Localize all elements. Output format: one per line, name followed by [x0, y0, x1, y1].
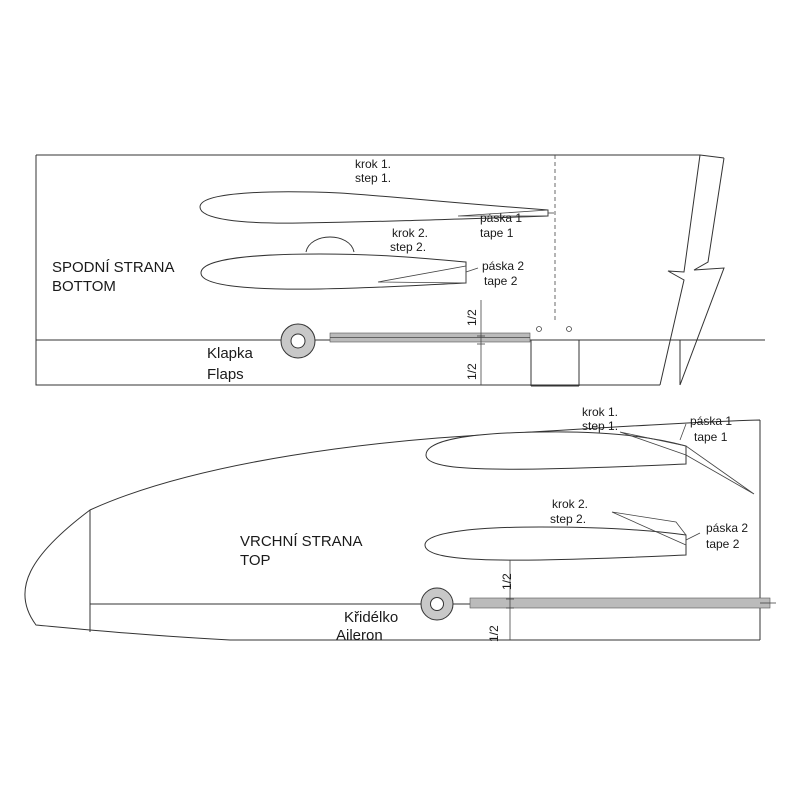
- bottom-panel-title-line1: SPODNÍ STRANA: [52, 259, 175, 276]
- bottom-panel: krok 1. step 1. páska 1 tape 1 krok 2. s…: [35, 154, 765, 387]
- top-surface-en-label: Aileron: [336, 627, 383, 644]
- top-airfoil-step2: [424, 526, 687, 561]
- bottom-half-upper-label: 1/2: [465, 309, 479, 326]
- top-tape2-en-label: tape 2: [706, 537, 740, 551]
- bottom-tape1-cz-label: páska 1: [480, 211, 522, 225]
- bottom-half-lower-label: 1/2: [465, 363, 479, 380]
- bottom-tape2-en-label: tape 2: [484, 274, 518, 288]
- bottom-cutout: [530, 340, 580, 387]
- top-half-lower-label: 1/2: [487, 625, 501, 642]
- top-step2-en-label: step 2.: [550, 512, 586, 526]
- top-tape-roll-core: [430, 597, 444, 611]
- top-tape1-wedge: [619, 431, 755, 495]
- bottom-panel-title-line2: BOTTOM: [52, 278, 116, 295]
- bottom-airfoil-step2-bump: [305, 236, 355, 253]
- top-step2-cz-label: krok 2.: [552, 497, 588, 511]
- bottom-tape1-en-label: tape 1: [480, 226, 514, 240]
- top-step1-en-label: step 1.: [582, 419, 618, 433]
- top-panel-title-line1: VRCHNÍ STRANA: [240, 533, 363, 550]
- bottom-step2-en-label: step 2.: [390, 240, 426, 254]
- bottom-tape2-cz-label: páska 2: [482, 259, 524, 273]
- bottom-surface-cz-label: Klapka: [207, 345, 254, 362]
- bottom-step1-cz-label: krok 1.: [355, 157, 391, 171]
- bottom-airfoil-step2: [200, 253, 467, 290]
- top-tape1-cz-label: páska 1: [690, 414, 732, 428]
- top-tape1-leader: [679, 423, 687, 441]
- top-panel: krok 1. step 1. páska 1 tape 1 krok 2. s…: [24, 405, 776, 644]
- top-surface-cz-label: Křidélko: [344, 609, 398, 626]
- bottom-surface-en-label: Flaps: [207, 366, 244, 383]
- top-tape2-wedge: [611, 511, 687, 546]
- bottom-step1-en-label: step 1.: [355, 171, 391, 185]
- bottom-tape-roll-core: [290, 333, 306, 349]
- bottom-marker-circle-right: [566, 326, 572, 332]
- top-step1-cz-label: krok 1.: [582, 405, 618, 419]
- top-hinge-tape: [469, 597, 771, 609]
- top-tape2-cz-label: páska 2: [706, 521, 748, 535]
- bottom-step2-cz-label: krok 2.: [392, 226, 428, 240]
- top-tape2-leader: [685, 532, 701, 541]
- top-panel-title-line2: TOP: [240, 552, 271, 569]
- bottom-marker-circle-left: [536, 326, 542, 332]
- bottom-panel-outline: [35, 154, 765, 386]
- bottom-tape2-wedge: [377, 265, 467, 284]
- bottom-tape2-leader: [465, 267, 479, 273]
- bottom-break-line: [659, 154, 725, 386]
- top-tape1-en-label: tape 1: [694, 430, 728, 444]
- top-half-upper-label: 1/2: [500, 573, 514, 590]
